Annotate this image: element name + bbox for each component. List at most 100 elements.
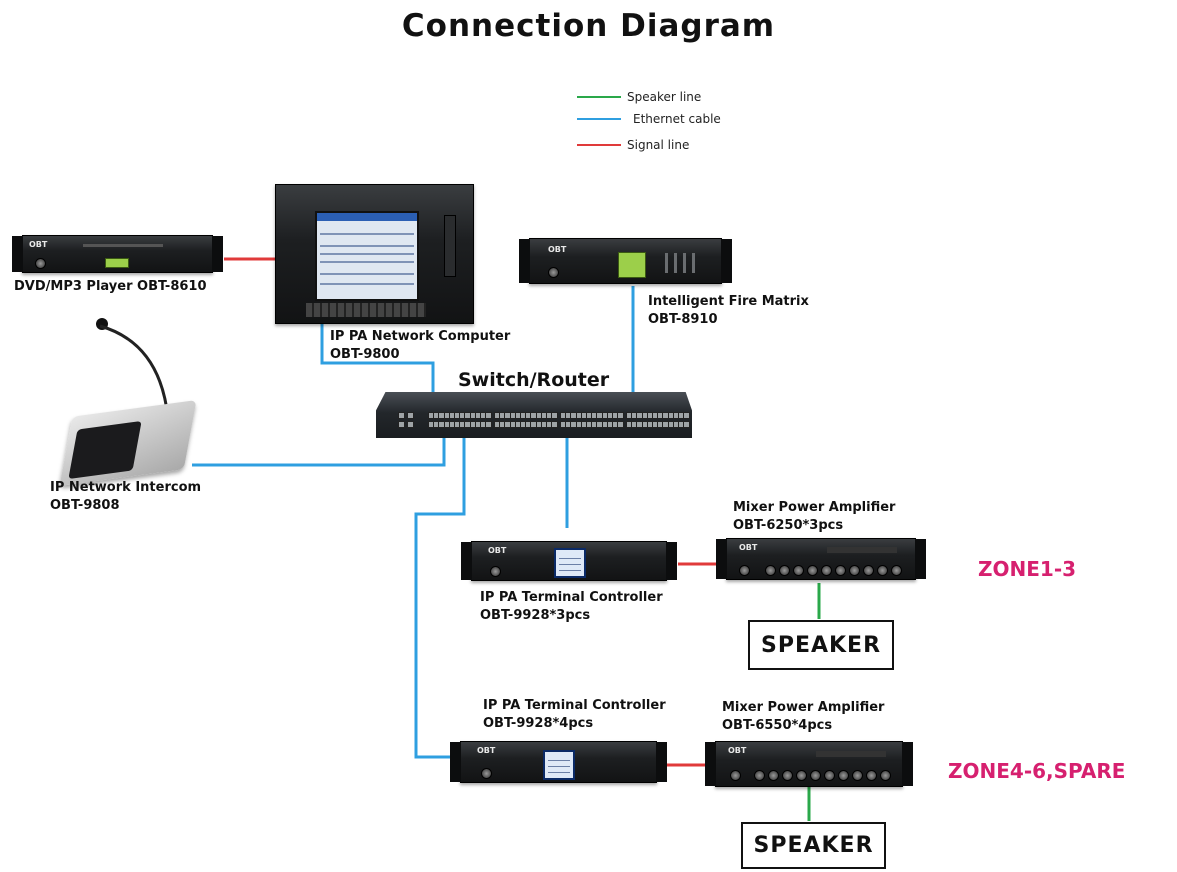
- power-knob: [730, 770, 741, 781]
- amplifier-a-model: OBT-6250*3pcs: [733, 518, 844, 533]
- volume-knob: [838, 770, 849, 781]
- volume-knob: [754, 770, 765, 781]
- screen-row: [320, 253, 414, 255]
- amplifier-a-name: Mixer Power Amplifier: [733, 500, 896, 515]
- volume-knob: [866, 770, 877, 781]
- power-knob: [35, 258, 46, 269]
- controller-b-name: IP PA Terminal Controller: [483, 698, 666, 713]
- volume-knob: [782, 770, 793, 781]
- player-display: [105, 258, 129, 268]
- power-knob: [490, 566, 501, 577]
- dvd-player-device: OBT: [12, 235, 223, 273]
- rack-ear: [666, 542, 677, 580]
- zone-a-label: ZONE1-3: [978, 557, 1077, 581]
- fire-matrix-device: OBT: [519, 238, 732, 284]
- volume-knob: [796, 770, 807, 781]
- rack-ear: [721, 239, 732, 283]
- rack-ear: [716, 539, 727, 579]
- volume-knob: [835, 565, 846, 576]
- amplifier-b-label: Mixer Power Amplifier OBT-6550*4pcs: [722, 699, 884, 735]
- rack-ear: [656, 742, 667, 782]
- volume-knob: [793, 565, 804, 576]
- rack-ear: [902, 742, 913, 786]
- switch-port: [485, 412, 493, 419]
- mixer-amplifier-a-device: OBT: [716, 538, 926, 580]
- ethernet-switch-controller-b: [414, 436, 466, 759]
- switch-uplink-port: [398, 412, 405, 419]
- pa-computer-name: IP PA Network Computer: [330, 329, 511, 344]
- zone-b-label: ZONE4-6,SPARE: [948, 759, 1126, 783]
- switch-label: Switch/Router: [458, 369, 610, 391]
- volume-knob: [891, 565, 902, 576]
- volume-knob: [824, 770, 835, 781]
- amplifier-b-name: Mixer Power Amplifier: [722, 700, 885, 715]
- volume-knob: [821, 565, 832, 576]
- controller-b-label: IP PA Terminal Controller OBT-9928*4pcs: [483, 697, 666, 733]
- brand-logo: OBT: [477, 746, 496, 755]
- legend-item-signal: Signal line: [577, 137, 689, 153]
- legend-swatch: [577, 118, 621, 120]
- switch-uplink-port: [398, 421, 405, 428]
- volume-knob: [765, 565, 776, 576]
- fire-matrix-name: Intelligent Fire Matrix: [648, 294, 809, 309]
- power-knob: [548, 267, 559, 278]
- brand-logo: OBT: [548, 245, 567, 254]
- switch-port: [683, 412, 691, 419]
- screen-row: [320, 283, 414, 285]
- disc-tray: [83, 244, 163, 247]
- volume-knob: [768, 770, 779, 781]
- volume-knob: [849, 565, 860, 576]
- switch-router-device: [376, 392, 692, 438]
- controller-screen: [554, 548, 586, 578]
- matrix-display: [618, 252, 646, 278]
- power-knob: [481, 768, 492, 779]
- brand-logo: OBT: [29, 240, 48, 249]
- diagram-title: Connection Diagram: [401, 8, 776, 44]
- legend-label: Speaker line: [627, 90, 702, 104]
- legend-item-speaker: Speaker line: [577, 89, 701, 105]
- rack-ear: [461, 542, 472, 580]
- switch-uplink-port: [407, 412, 414, 419]
- computer-keyboard: [306, 303, 426, 317]
- legend-label: Ethernet cable: [633, 112, 721, 126]
- intercom-model: OBT-9808: [50, 498, 120, 513]
- speaker-b-box: SPEAKER: [741, 822, 886, 869]
- controller-screen: [543, 750, 575, 780]
- mixer-amplifier-b-device: OBT: [705, 741, 913, 787]
- rack-ear: [212, 236, 223, 272]
- switch-port: [617, 421, 625, 428]
- rack-ear: [450, 742, 461, 782]
- legend-swatch: [577, 144, 621, 146]
- brand-logo: OBT: [488, 546, 507, 555]
- matrix-buttons: [665, 253, 701, 273]
- volume-knob: [863, 565, 874, 576]
- drive-bay: [444, 215, 456, 277]
- controller-b-model: OBT-9928*4pcs: [483, 716, 594, 731]
- screen-titlebar: [317, 213, 417, 221]
- rack-ear: [915, 539, 926, 579]
- volume-knob: [779, 565, 790, 576]
- controller-a-label: IP PA Terminal Controller OBT-9928*3pcs: [480, 589, 663, 625]
- controller-a-name: IP PA Terminal Controller: [480, 590, 663, 605]
- computer-screen: [315, 211, 419, 301]
- switch-port: [617, 412, 625, 419]
- power-knob: [739, 565, 750, 576]
- volume-knob: [880, 770, 891, 781]
- ethernet-computer-switch: [320, 324, 435, 420]
- amplifier-a-label: Mixer Power Amplifier OBT-6250*3pcs: [733, 499, 895, 535]
- screen-row: [320, 233, 414, 235]
- intercom-name: IP Network Intercom: [50, 480, 202, 495]
- amplifier-b-model: OBT-6550*4pcs: [722, 718, 833, 733]
- dvd-player-label: DVD/MP3 Player OBT-8610: [14, 279, 207, 294]
- switch-port: [551, 412, 559, 419]
- legend-swatch: [577, 96, 621, 98]
- controller-a-model: OBT-9928*3pcs: [480, 608, 591, 623]
- switch-port: [551, 421, 559, 428]
- volume-knob: [852, 770, 863, 781]
- terminal-controller-a-device: OBT: [461, 541, 677, 581]
- screen-row: [320, 261, 414, 263]
- brand-logo: OBT: [739, 543, 758, 552]
- rack-ear: [705, 742, 716, 786]
- gooseneck-stem: [99, 324, 170, 419]
